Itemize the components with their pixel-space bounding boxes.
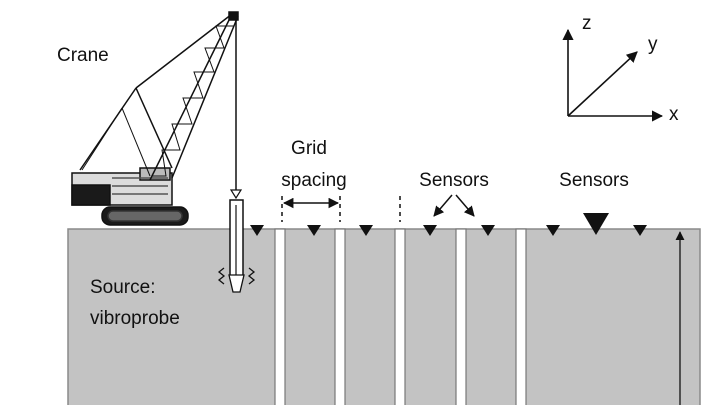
grid-spacing-guides [281, 196, 401, 222]
crane [71, 11, 239, 226]
stone-columns [274, 228, 527, 405]
stone-column [515, 228, 527, 405]
crane-label: Crane [57, 45, 109, 66]
sensor-icon [250, 225, 264, 236]
source-label-line1: Source: [90, 277, 155, 298]
sensors-label-left: Sensors [419, 170, 489, 191]
grid-spacing-label-line2: spacing [281, 170, 347, 191]
vibroprobe [217, 20, 256, 293]
sensor-pointers [433, 194, 475, 217]
sensors-label-right: Sensors [559, 170, 629, 191]
sensor-icon [423, 225, 437, 236]
stone-column [334, 228, 346, 405]
coordinate-axes [562, 28, 664, 122]
sensor-icon-large [583, 213, 609, 235]
sensor-icon [359, 225, 373, 236]
ground-block [67, 228, 701, 405]
stone-column [394, 228, 406, 405]
stone-column [455, 228, 467, 405]
sensor-icon [481, 225, 495, 236]
axis-label-x: x [669, 104, 679, 125]
grid-spacing-label-line1: Grid [291, 138, 327, 159]
sensor-icon [546, 225, 560, 236]
stone-column [274, 228, 286, 405]
sensor-icon [633, 225, 647, 236]
sensors [250, 213, 647, 236]
axis-label-y: y [648, 34, 658, 55]
axis-label-z: z [582, 13, 592, 34]
source-label-line2: vibroprobe [90, 308, 180, 329]
sensor-icon [307, 225, 321, 236]
